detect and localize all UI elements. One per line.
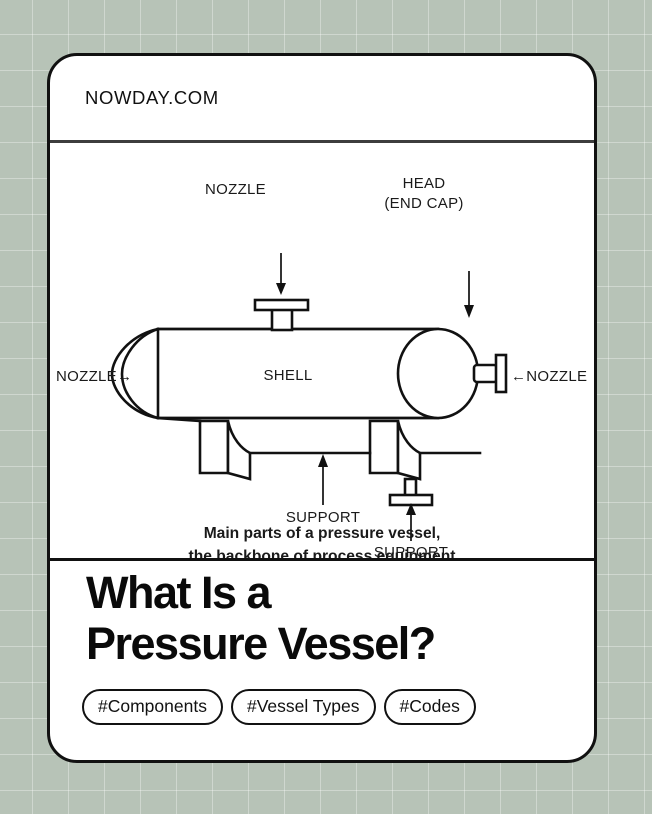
site-name: NOWDAY.COM xyxy=(85,87,219,108)
figure-caption: Main parts of a pressure vessel, the bac… xyxy=(189,525,456,558)
label-head-line1: HEAD xyxy=(403,175,446,192)
tag-vessel-types[interactable]: #Vessel Types xyxy=(230,689,376,726)
content-card: NOWDAY.COM xyxy=(47,53,597,763)
label-nozzle-top: NOZZLE xyxy=(205,181,266,198)
vessel-head-left xyxy=(110,327,160,420)
vessel-head-right xyxy=(396,327,480,420)
support-left-leader xyxy=(318,454,328,505)
card-header: NOWDAY.COM xyxy=(50,56,594,143)
tag-components[interactable]: #Components xyxy=(82,689,223,726)
vessel-base-line xyxy=(156,416,482,455)
label-shell: SHELL xyxy=(263,367,312,384)
head-leader xyxy=(464,271,474,318)
nozzle-top-leader xyxy=(276,253,286,295)
label-nozzle-left: NOZZLE→ xyxy=(56,368,132,385)
nozzle-right xyxy=(472,353,508,394)
title-block: What Is a Pressure Vessel? #Components #… xyxy=(50,561,594,760)
support-right-leader xyxy=(406,503,416,541)
label-nozzle-right: ←NOZZLE xyxy=(511,368,587,385)
page-title: What Is a Pressure Vessel? xyxy=(86,567,566,670)
support-right xyxy=(368,419,434,507)
label-head-line2: (END CAP) xyxy=(384,195,463,212)
support-left xyxy=(198,419,252,481)
page-title-line-1: What Is a xyxy=(86,567,272,618)
page-title-line-2: Pressure Vessel? xyxy=(86,618,436,670)
pressure-vessel-diagram: NOZZLE HEAD (END CAP) NOZZLE→ ←NOZZLE SH… xyxy=(56,175,587,558)
caption-line-2: the backbone of process equipment xyxy=(189,548,456,558)
tag-list: #Components #Vessel Types #Codes xyxy=(82,689,476,726)
tag-codes[interactable]: #Codes xyxy=(383,689,476,726)
label-support-right: SUPPORT xyxy=(374,544,448,558)
caption-line-1: Main parts of a pressure vessel, xyxy=(204,525,441,542)
label-support-left: SUPPORT xyxy=(286,509,360,526)
nozzle-top xyxy=(253,298,310,332)
figure-area: NOZZLE HEAD (END CAP) NOZZLE→ ←NOZZLE SH… xyxy=(50,143,594,561)
